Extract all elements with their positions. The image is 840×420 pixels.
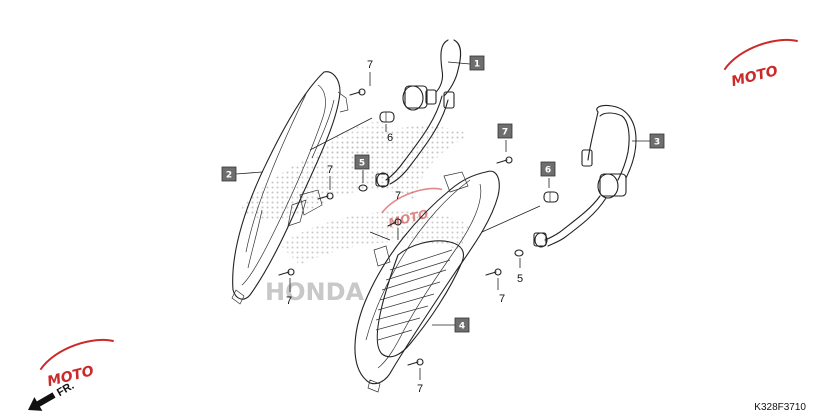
svg-text:6: 6 (545, 166, 551, 176)
label-screw-7-a: 7 (367, 59, 373, 71)
label-grommet-5-right: 5 (517, 273, 523, 285)
callout-6[interactable]: 6 (540, 161, 556, 177)
label-bulb-6-left: 6 (387, 132, 393, 144)
left-grommet (358, 184, 368, 192)
right-winker-socket (533, 104, 637, 248)
label-screw-7-d: 7 (286, 295, 292, 307)
callout-2[interactable]: 2 (221, 166, 237, 182)
callout-5[interactable]: 5 (354, 154, 370, 170)
svg-text:5: 5 (359, 159, 365, 169)
moto-logo-top: MOTO (723, 38, 798, 90)
right-screws (407, 156, 513, 366)
svg-text:1: 1 (474, 60, 480, 70)
callout-4[interactable]: 4 (454, 317, 470, 333)
right-bulb (543, 191, 559, 203)
svg-text:4: 4 (459, 322, 465, 332)
honda-watermark-text: HONDA (265, 278, 364, 306)
label-screw-7-f: 7 (417, 383, 423, 395)
label-screw-7-e: 7 (499, 293, 505, 305)
label-screw-7-b: 7 (327, 164, 333, 176)
moto-logo-bottom: MOTO (39, 338, 114, 390)
callout-1[interactable]: 1 (469, 55, 485, 71)
left-winker-socket (375, 39, 462, 188)
svg-text:7: 7 (502, 128, 508, 138)
left-winker-lens (231, 71, 349, 305)
leader-lines (235, 61, 650, 380)
left-screws (278, 88, 402, 276)
label-screw-7-c: 7 (395, 190, 401, 202)
right-winker-lens (354, 170, 500, 393)
left-bulb (379, 111, 395, 123)
moto-logo-text-top: MOTO (730, 63, 780, 90)
callout-7[interactable]: 7 (497, 123, 513, 139)
svg-text:2: 2 (226, 171, 232, 181)
diagram-code: K328F3710 (754, 402, 806, 413)
svg-text:3: 3 (654, 138, 660, 148)
right-grommet (514, 249, 524, 257)
callout-3[interactable]: 3 (649, 133, 665, 149)
